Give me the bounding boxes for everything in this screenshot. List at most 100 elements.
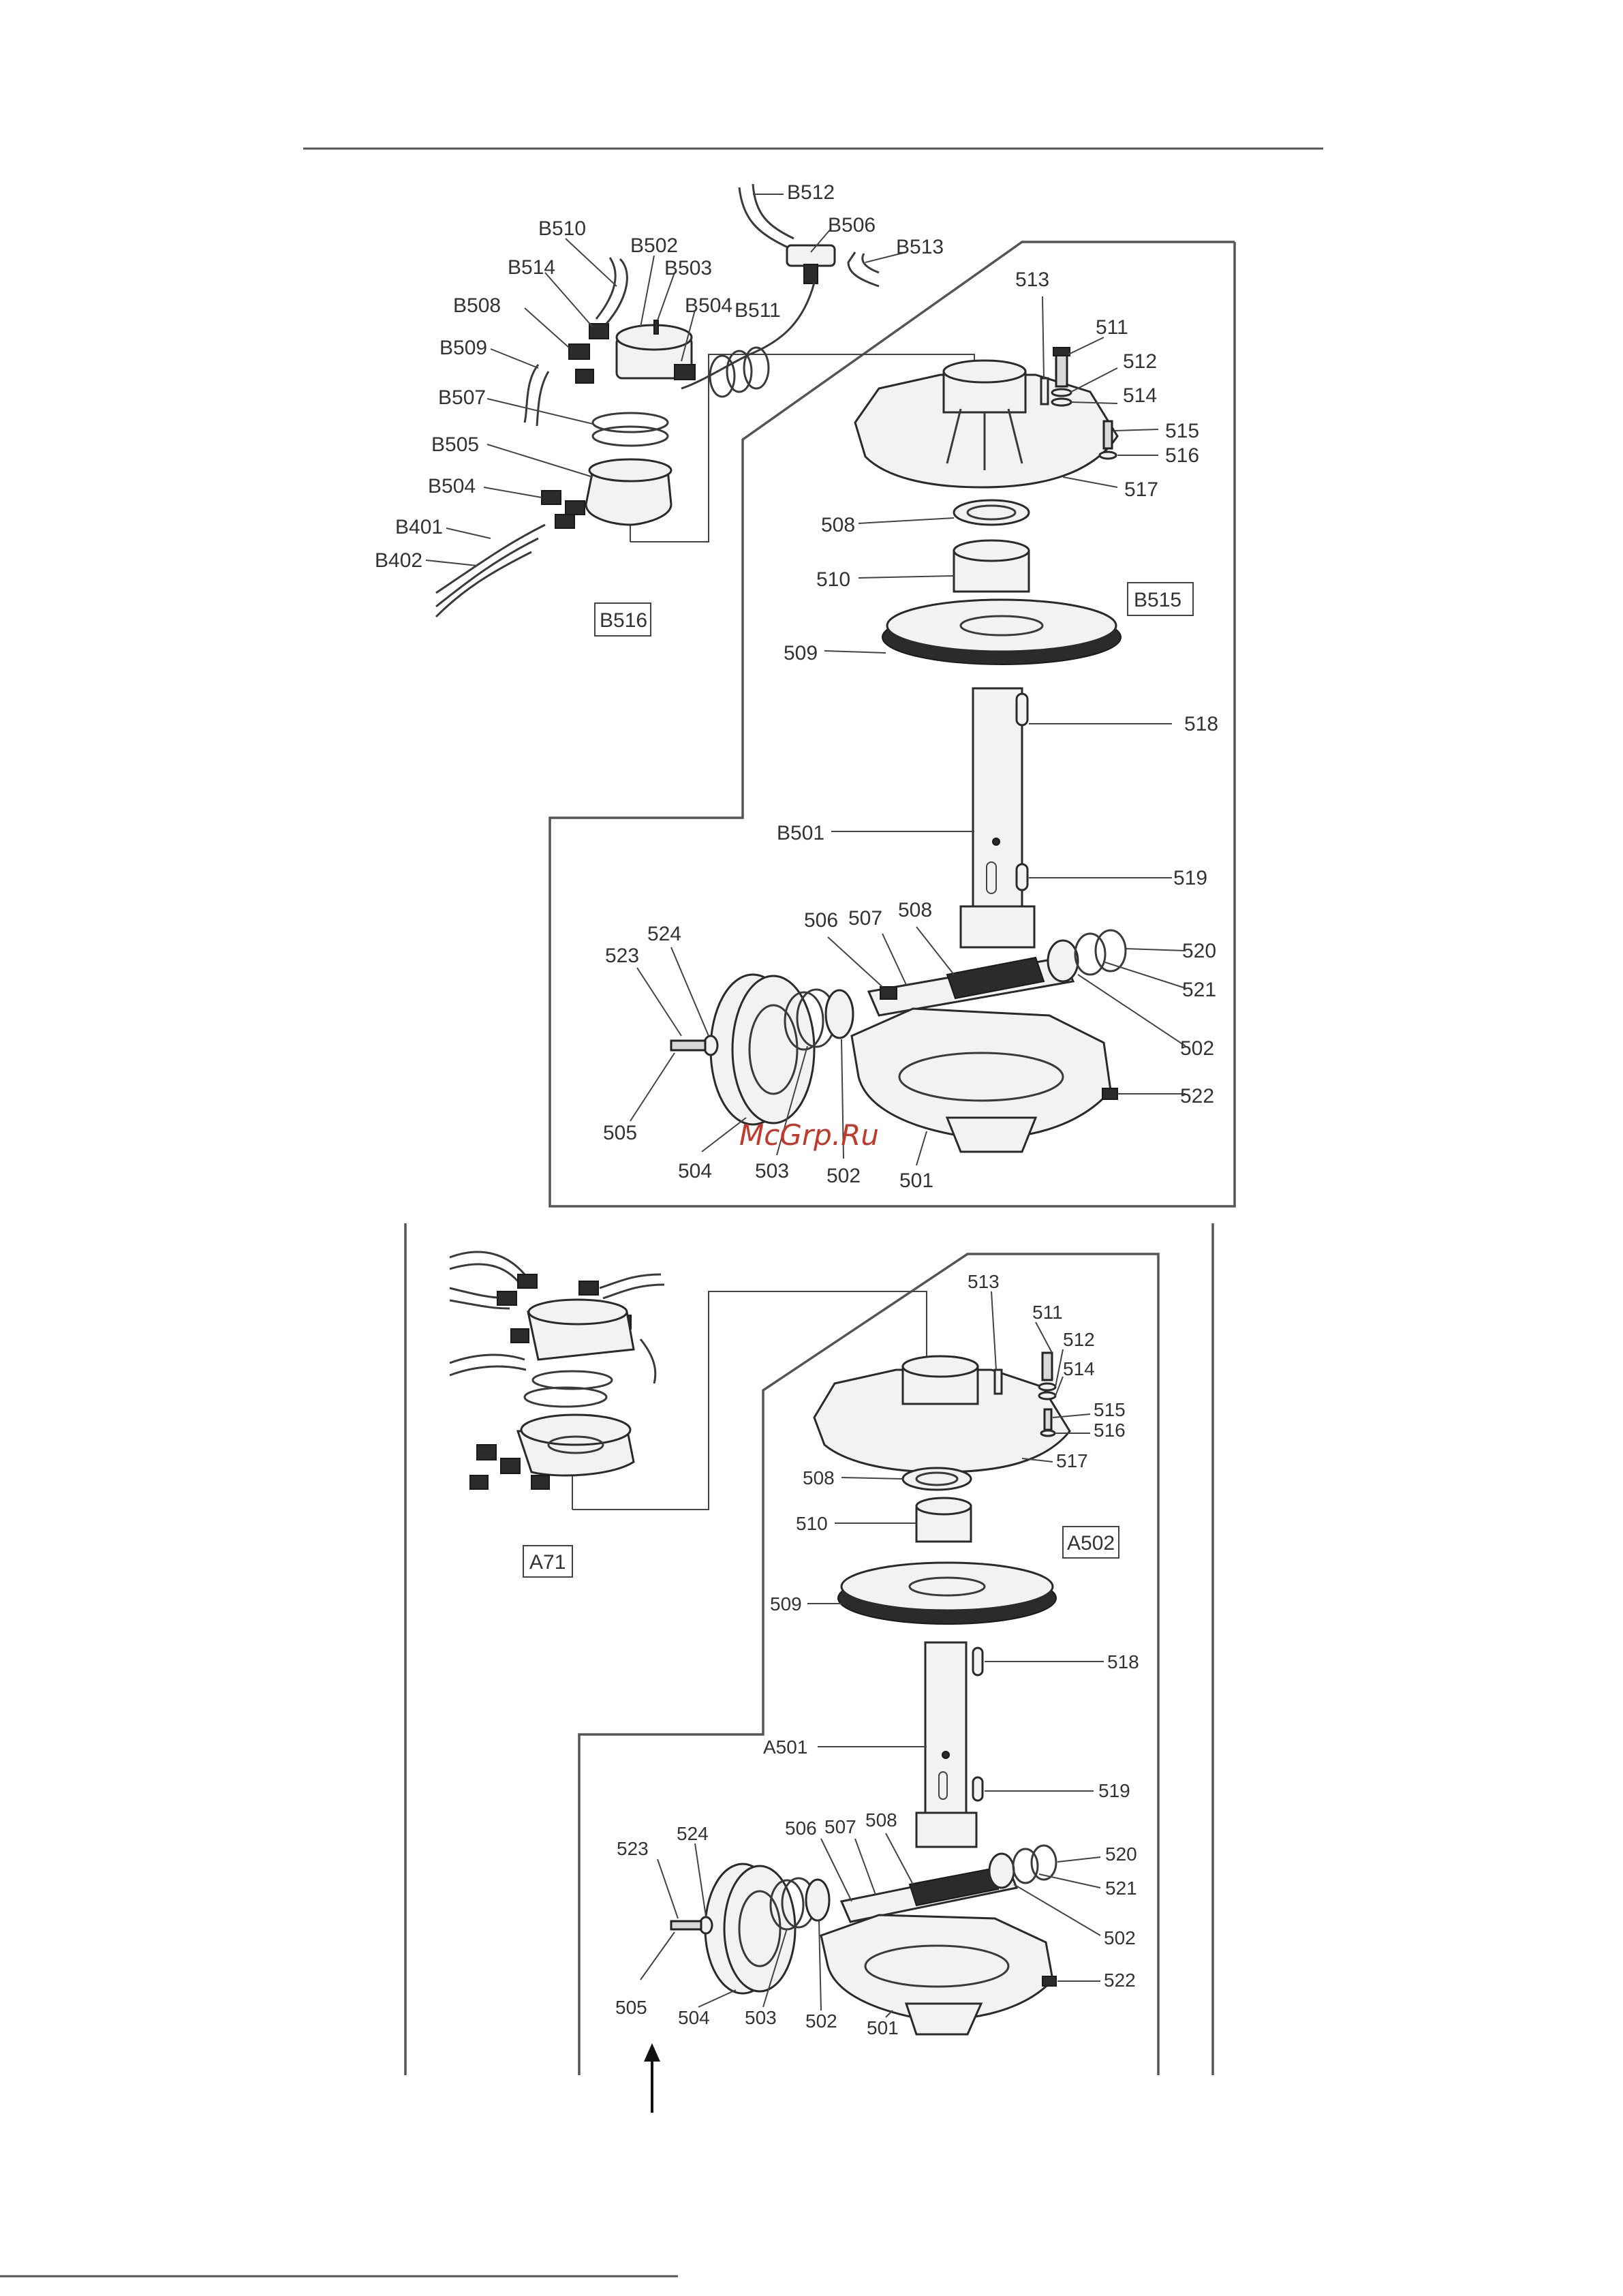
pulley-504-rim <box>731 975 816 1124</box>
screw-b503 <box>653 320 659 335</box>
fitting-b508 <box>568 343 590 360</box>
hose <box>599 1273 662 1289</box>
label-502b: 502 <box>826 1165 861 1187</box>
seal-502b <box>824 989 854 1039</box>
label-503: 503 <box>755 1160 789 1182</box>
leader <box>1070 367 1118 393</box>
fitting <box>578 1281 599 1296</box>
ring-520 <box>1094 929 1127 973</box>
fitting <box>469 1475 489 1490</box>
pin-513 <box>1040 377 1049 405</box>
leader <box>640 255 655 328</box>
box-label-b516: B516 <box>600 609 647 632</box>
label-502b: 502 <box>805 2010 837 2032</box>
label-b506: B506 <box>828 214 876 236</box>
washer-512 <box>1038 1382 1057 1392</box>
leader <box>694 1843 707 1917</box>
leader <box>916 926 955 975</box>
label-510: 510 <box>816 568 850 591</box>
label-504: 504 <box>678 2007 710 2028</box>
washer-516 <box>1098 450 1117 460</box>
hose-b401-edge <box>435 537 539 608</box>
label-510: 510 <box>796 1513 828 1534</box>
leader <box>1104 962 1186 989</box>
label-521: 521 <box>1105 1878 1137 1899</box>
label-522: 522 <box>1180 1085 1214 1107</box>
oring <box>531 1370 613 1390</box>
leader <box>916 1131 927 1166</box>
leader <box>657 1858 679 1919</box>
arrow-head-icon <box>644 2043 660 2062</box>
leader <box>544 272 593 328</box>
leader <box>1055 1349 1064 1388</box>
bearing-508-inner <box>915 1471 959 1486</box>
pulley-504-web <box>738 1890 782 1968</box>
leader <box>1013 1884 1101 1936</box>
leader <box>681 309 696 362</box>
label-506: 506 <box>785 1818 817 1839</box>
swivel-base-top <box>520 1413 632 1446</box>
label-519: 519 <box>1098 1780 1130 1801</box>
swivel-group-lower <box>449 1251 665 1490</box>
hose-b511 <box>681 282 816 390</box>
shaft-b501 <box>972 687 1023 915</box>
label-508: 508 <box>821 514 855 536</box>
fitting-b509 <box>575 369 594 384</box>
leader <box>1021 1458 1053 1463</box>
upper-part-labels: B512 B506 B513 B510 B502 B503 B514 B508 … <box>375 181 1218 1192</box>
bearing-508 <box>901 1467 972 1491</box>
leader <box>1038 1873 1101 1888</box>
label-b501: B501 <box>777 822 824 844</box>
leader <box>701 1117 747 1152</box>
label-507: 507 <box>824 1816 856 1837</box>
box-label-b515: B515 <box>1134 589 1181 611</box>
label-b402: B402 <box>375 549 422 572</box>
ring-503-1 <box>784 991 824 1051</box>
label-b505: B505 <box>431 433 479 456</box>
top-cover-hub-top <box>901 1355 979 1378</box>
bearing-502r <box>988 1852 1015 1889</box>
label-502r: 502 <box>1180 1037 1214 1060</box>
leader <box>820 1838 852 1902</box>
leader <box>818 1920 822 2011</box>
fitting <box>510 1328 529 1343</box>
leader <box>858 517 955 524</box>
label-b513: B513 <box>896 236 944 258</box>
bushing-510-top <box>915 1497 972 1516</box>
housing-501-sump <box>945 1116 1038 1153</box>
label-517: 517 <box>1056 1450 1088 1471</box>
label-517: 517 <box>1124 478 1158 501</box>
hose <box>639 1338 657 1384</box>
tee-fitting-b506 <box>786 244 836 267</box>
hose-b510-edge <box>595 257 617 320</box>
swivel-base-top <box>588 458 673 483</box>
label-b512: B512 <box>787 181 835 204</box>
label-509: 509 <box>784 642 818 664</box>
pulley-504-web <box>748 1004 799 1095</box>
leader <box>858 575 955 579</box>
coil-3 <box>709 354 736 398</box>
label-506: 506 <box>804 909 838 932</box>
leader <box>446 527 491 539</box>
leader <box>640 1931 675 1980</box>
leader <box>1114 429 1159 431</box>
label-502r: 502 <box>1104 1927 1136 1948</box>
key-519 <box>1015 863 1029 891</box>
label-514: 514 <box>1123 384 1157 407</box>
leader <box>865 251 907 263</box>
shaft-b501-collar <box>959 905 1036 949</box>
box-b515 <box>1127 582 1194 616</box>
shaft-hole <box>942 1751 950 1759</box>
hose-b513-edge <box>861 253 880 274</box>
plug-522 <box>1102 1088 1118 1100</box>
leader <box>885 2010 893 2018</box>
leader <box>854 1838 876 1895</box>
hose-b402 <box>435 551 532 618</box>
shaft-hole <box>992 838 1000 846</box>
bearing-508 <box>953 499 1030 526</box>
fitting-b504a <box>674 364 696 380</box>
pin-513 <box>993 1368 1003 1395</box>
label-505: 505 <box>615 1997 647 2018</box>
label-516: 516 <box>1094 1420 1126 1441</box>
